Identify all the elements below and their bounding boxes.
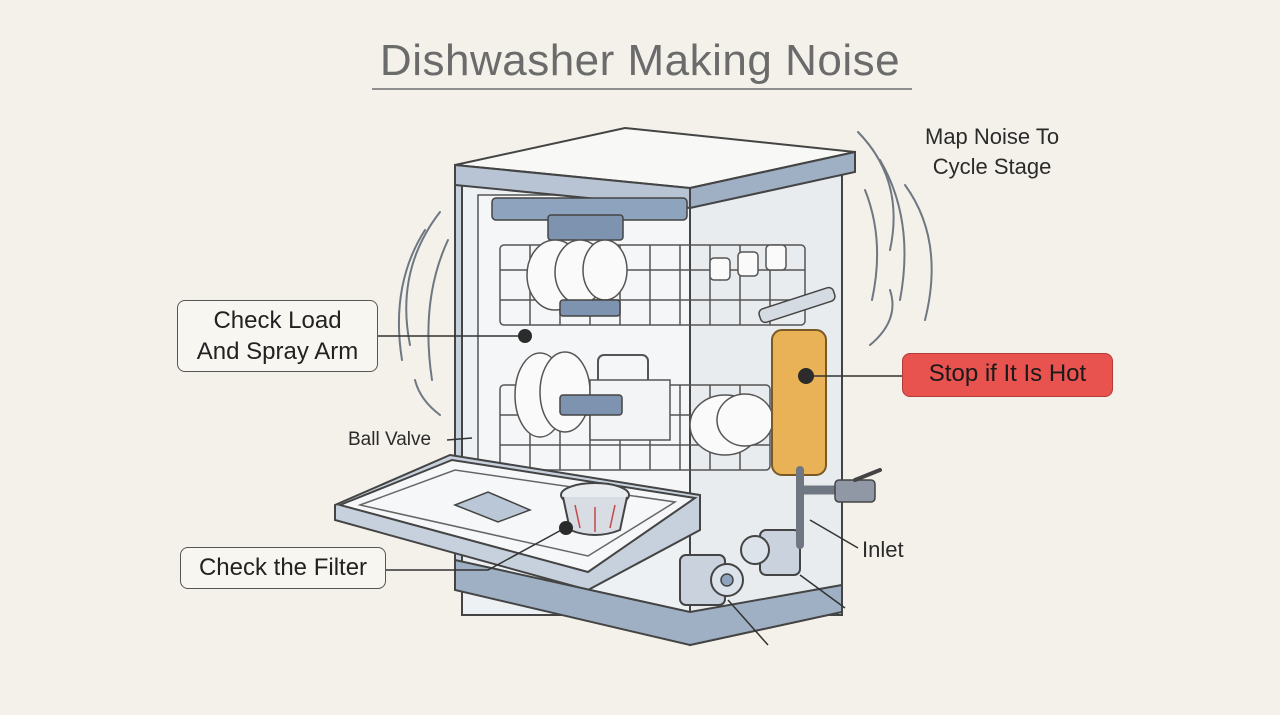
noise-waves-right — [857, 131, 933, 346]
callout-stop-hot: Stop if It Is Hot — [902, 353, 1113, 397]
inlet-valve — [796, 466, 882, 549]
title-underline — [372, 88, 912, 90]
upper-spray-arm-mount — [547, 214, 624, 241]
leader-lines — [378, 335, 902, 646]
cutlery-basket — [559, 354, 671, 441]
noise-waves-left — [397, 211, 449, 416]
kick-plate — [454, 558, 843, 647]
rack-rail — [758, 286, 836, 324]
callout-check-load: Check Load And Spray Arm — [177, 300, 378, 372]
label-inlet: Inlet — [862, 537, 904, 562]
filter — [560, 482, 630, 536]
drain-pump — [679, 554, 744, 606]
leader-dots — [518, 329, 814, 535]
upper-plates — [526, 239, 787, 311]
circulation-pump — [740, 529, 801, 576]
label-ball-valve: Ball Valve — [348, 429, 432, 450]
upper-spray-arm — [559, 299, 621, 317]
page-title: Dishwasher Making Noise — [379, 36, 901, 85]
label-map-noise: Map Noise To Cycle Stage — [925, 124, 1060, 179]
callout-check-filter: Check the Filter — [180, 547, 386, 589]
lower-plates — [514, 351, 774, 456]
heater-element — [771, 329, 827, 476]
